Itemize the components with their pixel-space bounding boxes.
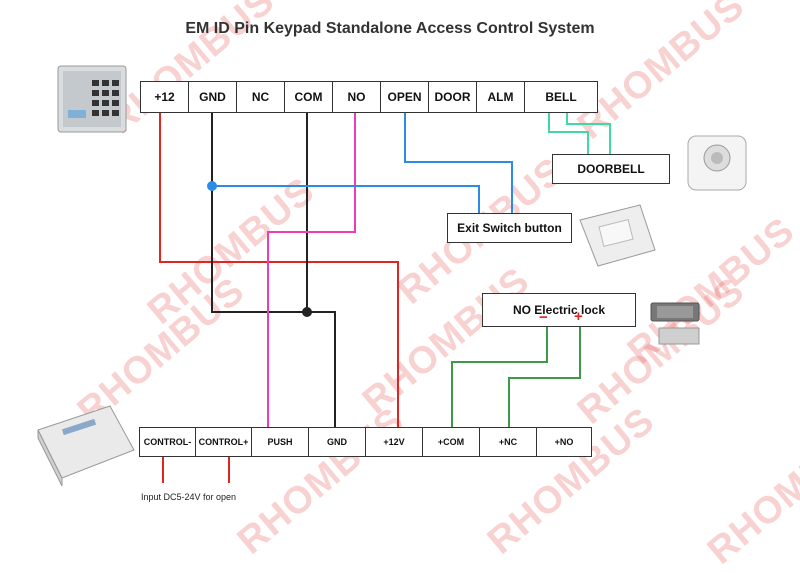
- diagram-title: EM ID Pin Keypad Standalone Access Contr…: [185, 20, 595, 37]
- terminal-plus-com: +COM: [423, 428, 480, 456]
- terminal-open: OPEN: [381, 82, 429, 112]
- junction-blue: [207, 181, 217, 191]
- control-module-image: [37, 405, 135, 487]
- electric-lock-image: [650, 302, 700, 345]
- terminal-gnd: GND: [309, 428, 366, 456]
- wiring-diagram: RHOMBUS RHOMBUS RHOMBUS RHOMBUS RHOMBUS …: [37, 0, 800, 573]
- wire-green-nc: [508, 327, 581, 427]
- exit-switch-label: Exit Switch button: [447, 213, 572, 243]
- wire-teal-bell: [566, 111, 611, 154]
- terminal-push: PUSH: [252, 428, 309, 456]
- terminal-bell: BELL: [545, 90, 577, 104]
- terminal-plus-nc: +NC: [480, 428, 537, 456]
- terminal-plus-no: +NO: [554, 437, 574, 447]
- terminal-control-plus: CONTROL+: [196, 428, 252, 456]
- terminal-door: DOOR: [429, 82, 477, 112]
- wire-teal-bell: [548, 111, 589, 154]
- terminal-com: COM: [285, 82, 333, 112]
- wire-green-com: [451, 327, 548, 427]
- electric-lock-label: NO Electric lock: [482, 293, 636, 327]
- terminal-control-minus: CONTROL-: [140, 428, 196, 456]
- keypad-image: [57, 65, 127, 133]
- terminal-nc: NC: [237, 82, 285, 112]
- wire-pink-push: [267, 111, 356, 427]
- power-input-note: Input DC5-24V for open: [141, 492, 237, 502]
- terminal-alm: ALM: [477, 82, 525, 112]
- lock-minus-sign: −: [539, 309, 548, 326]
- wires: [37, 65, 747, 487]
- terminal-12v: +12V: [366, 428, 423, 456]
- junction-black: [302, 307, 312, 317]
- doorbell-label: DOORBELL: [552, 154, 670, 184]
- terminal-gnd: GND: [189, 82, 237, 112]
- wire-blue-open: [404, 111, 513, 213]
- terminal-no: NO: [333, 82, 381, 112]
- controller-terminal-strip: +12 GND NC COM NO OPEN DOOR ALM BELL: [140, 81, 598, 113]
- wire-red-12v: [159, 111, 399, 427]
- terminal-12: +12: [141, 82, 189, 112]
- wire-blue-gnd: [212, 185, 480, 213]
- lock-plus-sign: +: [574, 308, 583, 325]
- exit-button-image: [579, 204, 656, 267]
- wire-black-gnd: [211, 111, 336, 427]
- doorbell-image: [687, 135, 747, 191]
- power-supply-terminal-strip: CONTROL- CONTROL+ PUSH GND +12V +COM +NC…: [139, 427, 592, 457]
